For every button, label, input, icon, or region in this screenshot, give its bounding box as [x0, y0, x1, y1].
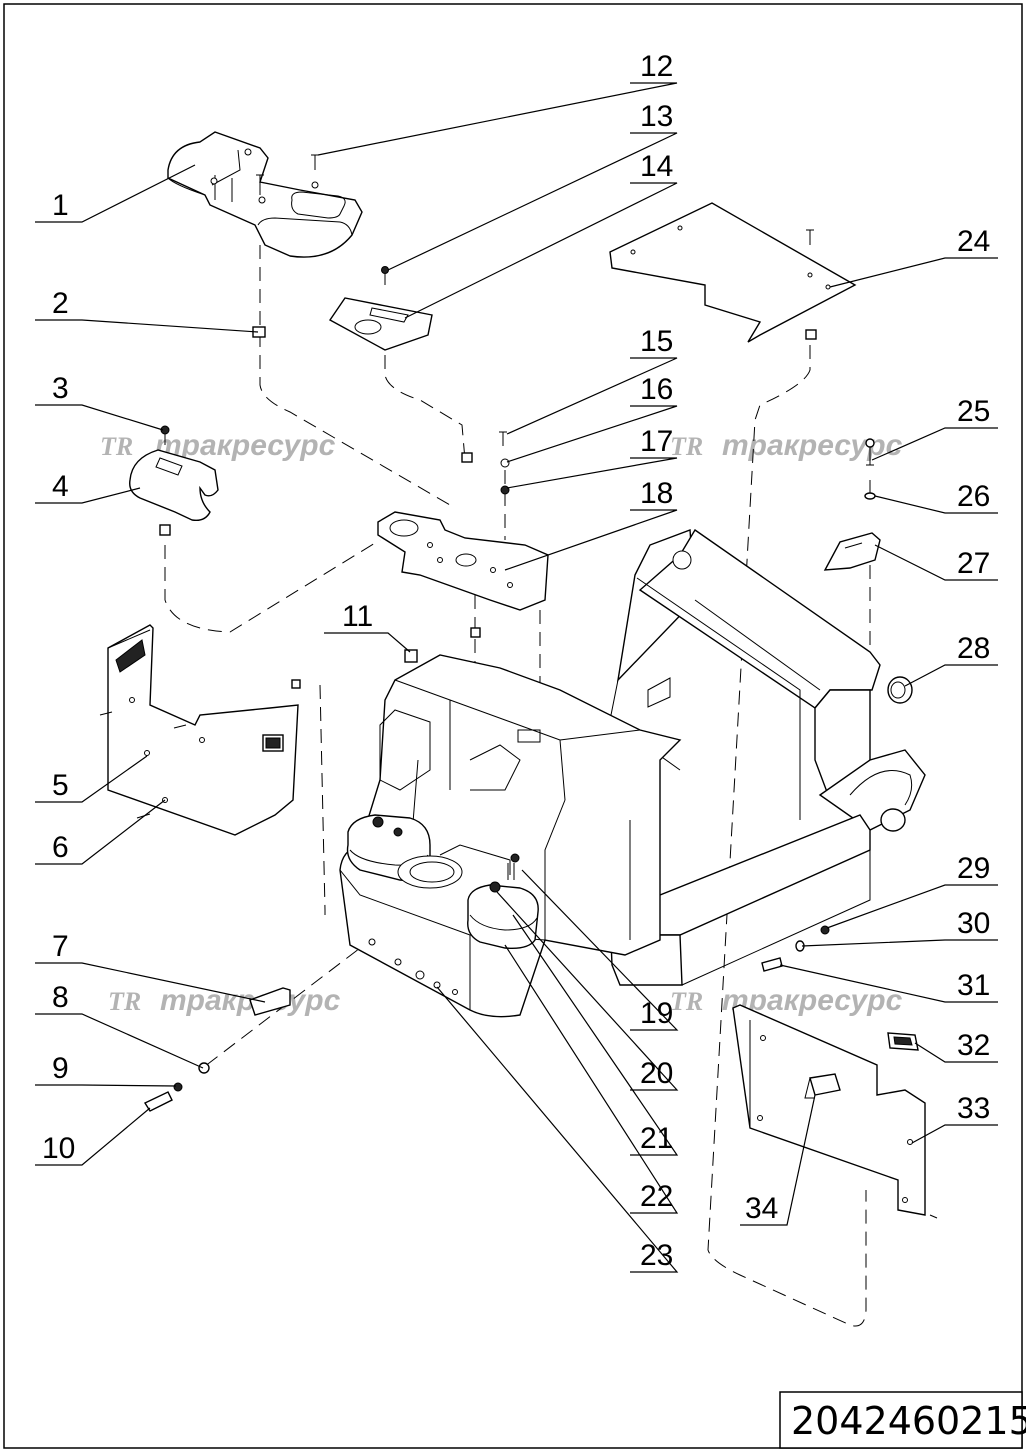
part-3-screw [160, 425, 170, 445]
part-5-side-cover [99, 624, 301, 836]
callout-11: 11 [342, 600, 373, 633]
part-14-mount-plate [328, 297, 433, 351]
part-34-switch [804, 1073, 841, 1099]
drawing-number-box: 204246021501 [779, 1391, 1026, 1449]
callout-21: 21 [640, 1122, 673, 1155]
part-7-bracket [249, 987, 291, 1016]
callout-14: 14 [640, 150, 673, 183]
part-25-bolt [865, 438, 875, 466]
callout-10: 10 [42, 1132, 75, 1165]
part-11-clip [404, 649, 418, 663]
callout-20: 20 [640, 1057, 673, 1090]
main-chassis-frame [339, 528, 926, 1018]
part-31-bolt [761, 957, 783, 972]
callout-31: 31 [957, 969, 990, 1002]
callout-22: 22 [640, 1180, 673, 1213]
callout-25: 25 [957, 395, 990, 428]
part-27-bracket [823, 532, 881, 571]
part-4-cable-bracket [129, 449, 219, 536]
callout-19: 19 [640, 997, 673, 1030]
callout-7: 7 [52, 930, 69, 963]
callout-17: 17 [640, 425, 673, 458]
watermark-logo: TR [670, 432, 703, 461]
part-15-17-fasteners [461, 431, 510, 495]
part-1-console-cover [167, 131, 363, 258]
callout-23: 23 [640, 1239, 673, 1272]
part-12-screws [256, 154, 319, 195]
callout-1: 1 [52, 189, 69, 222]
part-19-22-fittings [372, 816, 520, 893]
watermark-logo: TR [100, 432, 133, 461]
part-32-latch [887, 1032, 919, 1051]
callout-26: 26 [957, 480, 990, 513]
part-24-floor-plate [609, 202, 857, 343]
part-26-washer [864, 492, 876, 500]
callout-15: 15 [640, 325, 673, 358]
sheet-border [3, 3, 1023, 1449]
callout-numbers: 1 2 3 4 5 6 7 8 9 10 11 12 13 14 15 16 1… [42, 50, 990, 1272]
callout-30: 30 [957, 907, 990, 940]
watermark-top-left: TR тракресурс [100, 429, 336, 462]
watermark-bottom-left: TR тракресурс [108, 984, 341, 1017]
callout-28: 28 [957, 632, 990, 665]
callout-leaders [35, 82, 998, 1273]
callout-9: 9 [52, 1052, 69, 1085]
watermark-text: тракресурс [722, 429, 903, 462]
watermark-bottom-right: TR тракресурс [670, 984, 903, 1017]
watermark-text: тракресурс [155, 429, 336, 462]
callout-13: 13 [640, 100, 673, 133]
callout-29: 29 [957, 852, 990, 885]
callout-3: 3 [52, 372, 69, 405]
callout-27: 27 [957, 547, 990, 580]
callout-12: 12 [640, 50, 673, 83]
callout-16: 16 [640, 373, 673, 406]
part-8-10-bolt-set [143, 1062, 210, 1112]
callout-8: 8 [52, 981, 69, 1014]
watermark-logo: TR [670, 987, 703, 1016]
callout-2: 2 [52, 287, 69, 320]
watermark-logo: TR [108, 987, 141, 1016]
part-18-mounting-plate [377, 511, 549, 638]
part-28-bushing [887, 676, 913, 704]
callout-33: 33 [957, 1092, 990, 1125]
callout-6: 6 [52, 831, 69, 864]
part-33-rear-cover [732, 1004, 938, 1219]
callout-34: 34 [745, 1192, 778, 1225]
callout-24: 24 [957, 225, 990, 258]
callout-18: 18 [640, 477, 673, 510]
callout-5: 5 [52, 769, 69, 802]
callout-32: 32 [957, 1029, 990, 1062]
part-13-screw [381, 266, 389, 285]
drawing-number: 204246021501 [791, 1399, 1026, 1443]
callout-4: 4 [52, 470, 69, 503]
